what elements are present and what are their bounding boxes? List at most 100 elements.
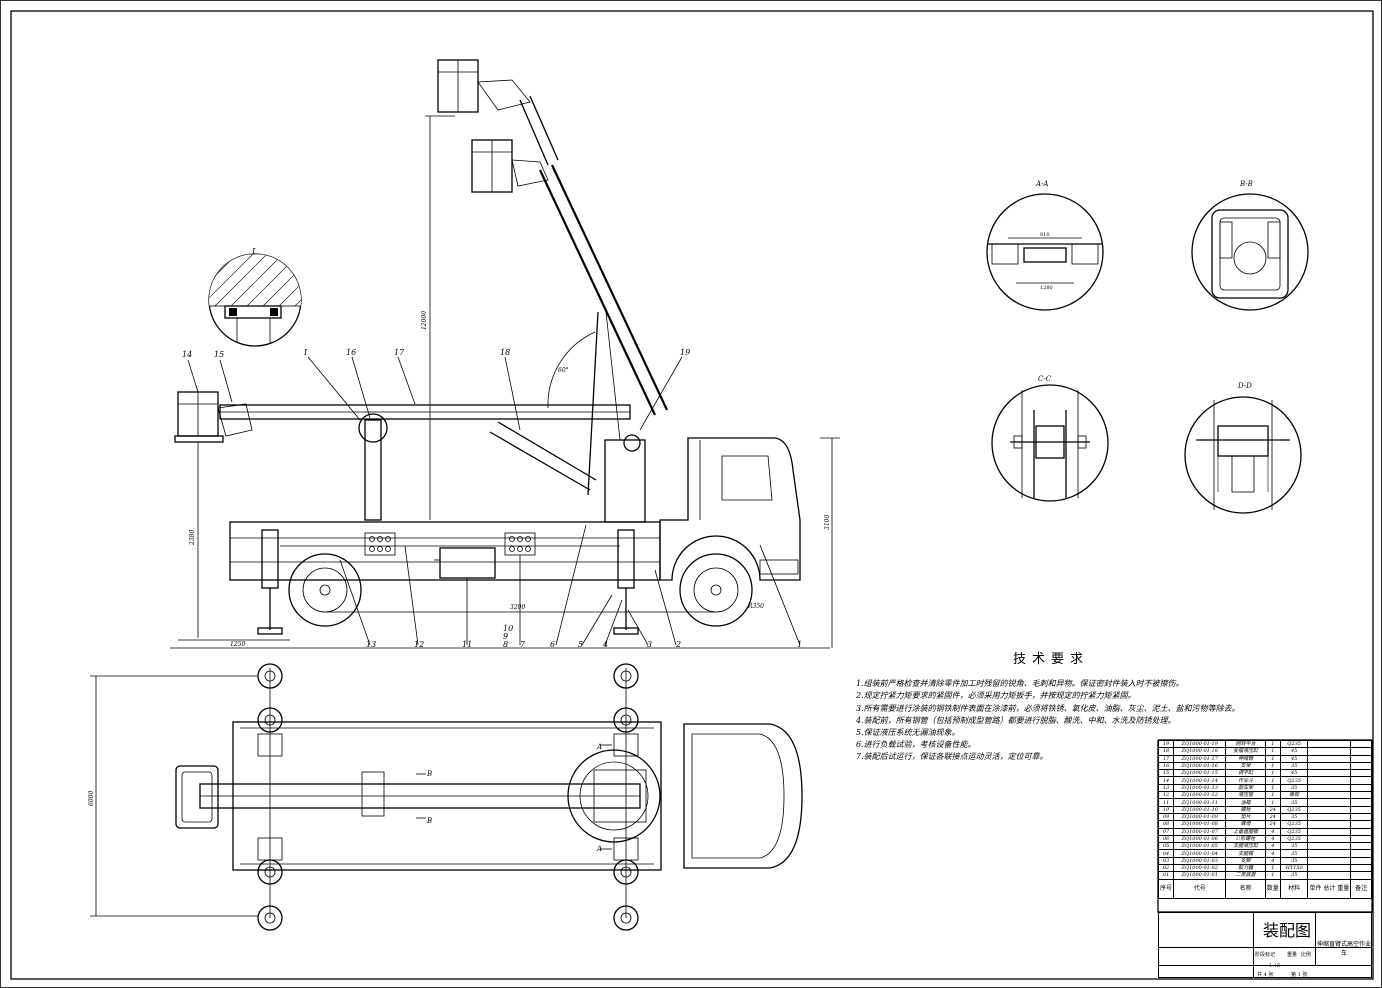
telescopic-boom-raised xyxy=(539,169,656,416)
tech-item: 3.所有需要进行涂装的钢铁制件表面在涂漆前，必须将铁锈、氧化皮、油脂、灰尘、泥土… xyxy=(856,703,1240,713)
table-cell xyxy=(1350,871,1372,880)
table-cell: ZQ1000-01-14 xyxy=(1173,776,1227,785)
table-cell xyxy=(1350,856,1372,866)
dim-radius: R350 xyxy=(747,603,764,610)
table-cell: ZQ1000-01-18 xyxy=(1173,747,1227,756)
callout-19: 19 xyxy=(680,348,690,357)
table-cell: Q235 xyxy=(1279,834,1309,844)
table-cell xyxy=(1307,820,1352,829)
section-CC-view: C-C xyxy=(991,375,1109,502)
table-cell: 支腿液压缸 xyxy=(1225,842,1266,851)
table-cell: Q235 xyxy=(1279,820,1309,829)
table-cell xyxy=(1307,769,1352,778)
tech-item: 2.规定拧紧力矩要求的紧固件，必须采用力矩扳手，并按规定的拧紧力矩紧固。 xyxy=(856,691,1136,701)
table-cell: 08 xyxy=(1157,820,1175,829)
table-cell: ZQ1000-01-17 xyxy=(1173,754,1227,763)
table-cell: 02 xyxy=(1157,864,1175,873)
table-cell: 01 xyxy=(1157,871,1175,880)
table-cell xyxy=(1350,761,1372,771)
table-cell: 支架 xyxy=(1225,761,1266,771)
table-cell: ZQ1000-01-16 xyxy=(1173,761,1227,771)
dim-aa-inner: 810 xyxy=(1040,232,1050,238)
table-cell: ZQ1000-01-13 xyxy=(1173,783,1227,793)
callout-3: 3 xyxy=(647,640,652,649)
table-cell: 45 xyxy=(1279,769,1309,778)
table-cell xyxy=(1350,754,1372,763)
callout-15: 15 xyxy=(214,350,224,359)
plan-view: B B A A 6000 xyxy=(88,663,803,931)
table-cell: ZQ1000-01-12 xyxy=(1173,791,1227,800)
table-cell: 35 xyxy=(1279,842,1309,851)
callout-17: 17 xyxy=(394,348,405,357)
callout-10: 10 xyxy=(503,624,513,633)
section-AA-view: A-A 810 1280 xyxy=(986,180,1104,311)
table-cell: 1 xyxy=(1264,739,1281,749)
table-cell: 4 xyxy=(1264,856,1281,866)
table-cell: 橡胶 xyxy=(1279,791,1309,800)
rear-wheel xyxy=(288,553,362,627)
table-cell xyxy=(1350,798,1372,807)
table-cell: 35 xyxy=(1279,761,1309,771)
table-cell: 1 xyxy=(1264,864,1281,873)
cut-B-top: B xyxy=(426,770,432,778)
table-cell: 变幅液压缸 xyxy=(1225,747,1266,756)
tech-item: 5.保证液压系统无漏油现象。 xyxy=(856,728,960,738)
table-cell: ZQ1000-01-02 xyxy=(1173,864,1227,873)
table-cell: 支脚 xyxy=(1225,856,1266,866)
table-cell: Q235 xyxy=(1279,827,1309,836)
dim-wheelbase: 3200 xyxy=(510,604,525,611)
table-cell: U形螺栓 xyxy=(1225,834,1266,844)
table-cell: 作业斗 xyxy=(1225,776,1266,785)
section-DD-view: D-D xyxy=(1184,382,1302,514)
table-cell: 45 xyxy=(1279,754,1309,763)
dim-overhang: 1250 xyxy=(230,641,245,648)
basket-plan xyxy=(175,765,219,829)
table-cell xyxy=(1350,791,1372,800)
table-cell xyxy=(1350,739,1372,749)
table-cell xyxy=(1307,805,1352,814)
detail-I-label: I xyxy=(251,247,256,256)
table-cell: 35 xyxy=(1279,871,1309,880)
tech-item: 6.进行负载试验，考核设备性能。 xyxy=(856,740,976,750)
table-header-cell: 材料 xyxy=(1279,878,1309,899)
table-cell: 12 xyxy=(1157,791,1175,800)
weight-label: 重量 xyxy=(1287,952,1298,958)
table-cell: ZQ1000-01-04 xyxy=(1173,849,1227,858)
table-cell xyxy=(1307,754,1352,763)
table-cell: 18 xyxy=(1157,747,1175,756)
table-cell xyxy=(1307,864,1352,873)
front-wheel xyxy=(679,553,753,627)
table-cell: 11 xyxy=(1157,798,1175,807)
table-cell: 16 xyxy=(1157,761,1175,771)
table-cell xyxy=(1350,805,1372,814)
table-cell xyxy=(1350,812,1372,822)
table-cell: Q235 xyxy=(1279,805,1309,814)
table-header-cell: 单件 总计 重量 xyxy=(1307,878,1352,899)
truck-cab xyxy=(659,437,801,581)
table-cell xyxy=(1307,856,1352,866)
table-cell xyxy=(1307,791,1352,800)
project-name: 伸缩直臂式高空作业车 xyxy=(1316,941,1371,957)
table-cell: 10 xyxy=(1157,805,1175,814)
callout-7: 7 xyxy=(520,640,526,649)
table-header-cell: 序号 xyxy=(1157,878,1175,899)
table-cell: 上垂直腿板 xyxy=(1225,827,1266,836)
table-cell: ZQ1000-01-03 xyxy=(1173,856,1227,866)
tech-item: 4.装配前，所有钢管（包括预制成型管路）都要进行脱脂、酸洗、中和、水洗及防锈处理… xyxy=(856,715,1176,725)
detail-I-view: I xyxy=(208,247,302,347)
table-cell: 24 xyxy=(1264,812,1281,822)
table-header-row: 序号代号名称数量材料单件 总计 重量备注 xyxy=(1157,878,1372,899)
callout-18: 18 xyxy=(500,348,510,357)
table-cell: ZQ1000-01-19 xyxy=(1173,739,1227,749)
table-cell: 1 xyxy=(1264,761,1281,771)
table-cell: 13 xyxy=(1157,783,1175,793)
